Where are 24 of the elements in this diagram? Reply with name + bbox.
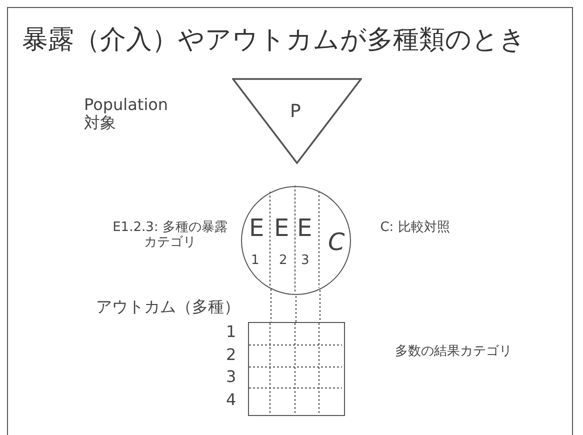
caption-text: 多数の結果カテゴリ [395,345,513,360]
node-label: 1 [251,254,260,269]
node-label: C [328,229,345,257]
node-label: 2 [279,254,288,269]
caption-text: 2 [226,346,238,364]
node-label: P [290,102,301,123]
caption-text: 3 [226,368,238,386]
population-triangle [232,78,362,164]
dotted-connector [319,290,321,322]
caption-text: E1.2.3: 多種の暴露カテゴリ [112,221,228,251]
caption-text: 4 [226,390,238,409]
node-label: E [249,215,264,243]
node-label: 3 [301,254,310,269]
caption-text: アウトカム（多種） [96,298,241,316]
node-label: E [274,215,290,243]
node-label: E [297,215,312,243]
caption-text: C: 比較対照 [379,221,451,236]
caption-text: 1 [226,323,238,342]
dotted-connector [295,296,297,322]
dotted-connector [270,289,272,322]
title: 暴露（介入）やアウトカムが多種類のとき [22,24,526,57]
caption-text: Population 対象 [84,96,170,133]
group-circle [241,186,351,295]
outcome-grid [248,322,345,416]
